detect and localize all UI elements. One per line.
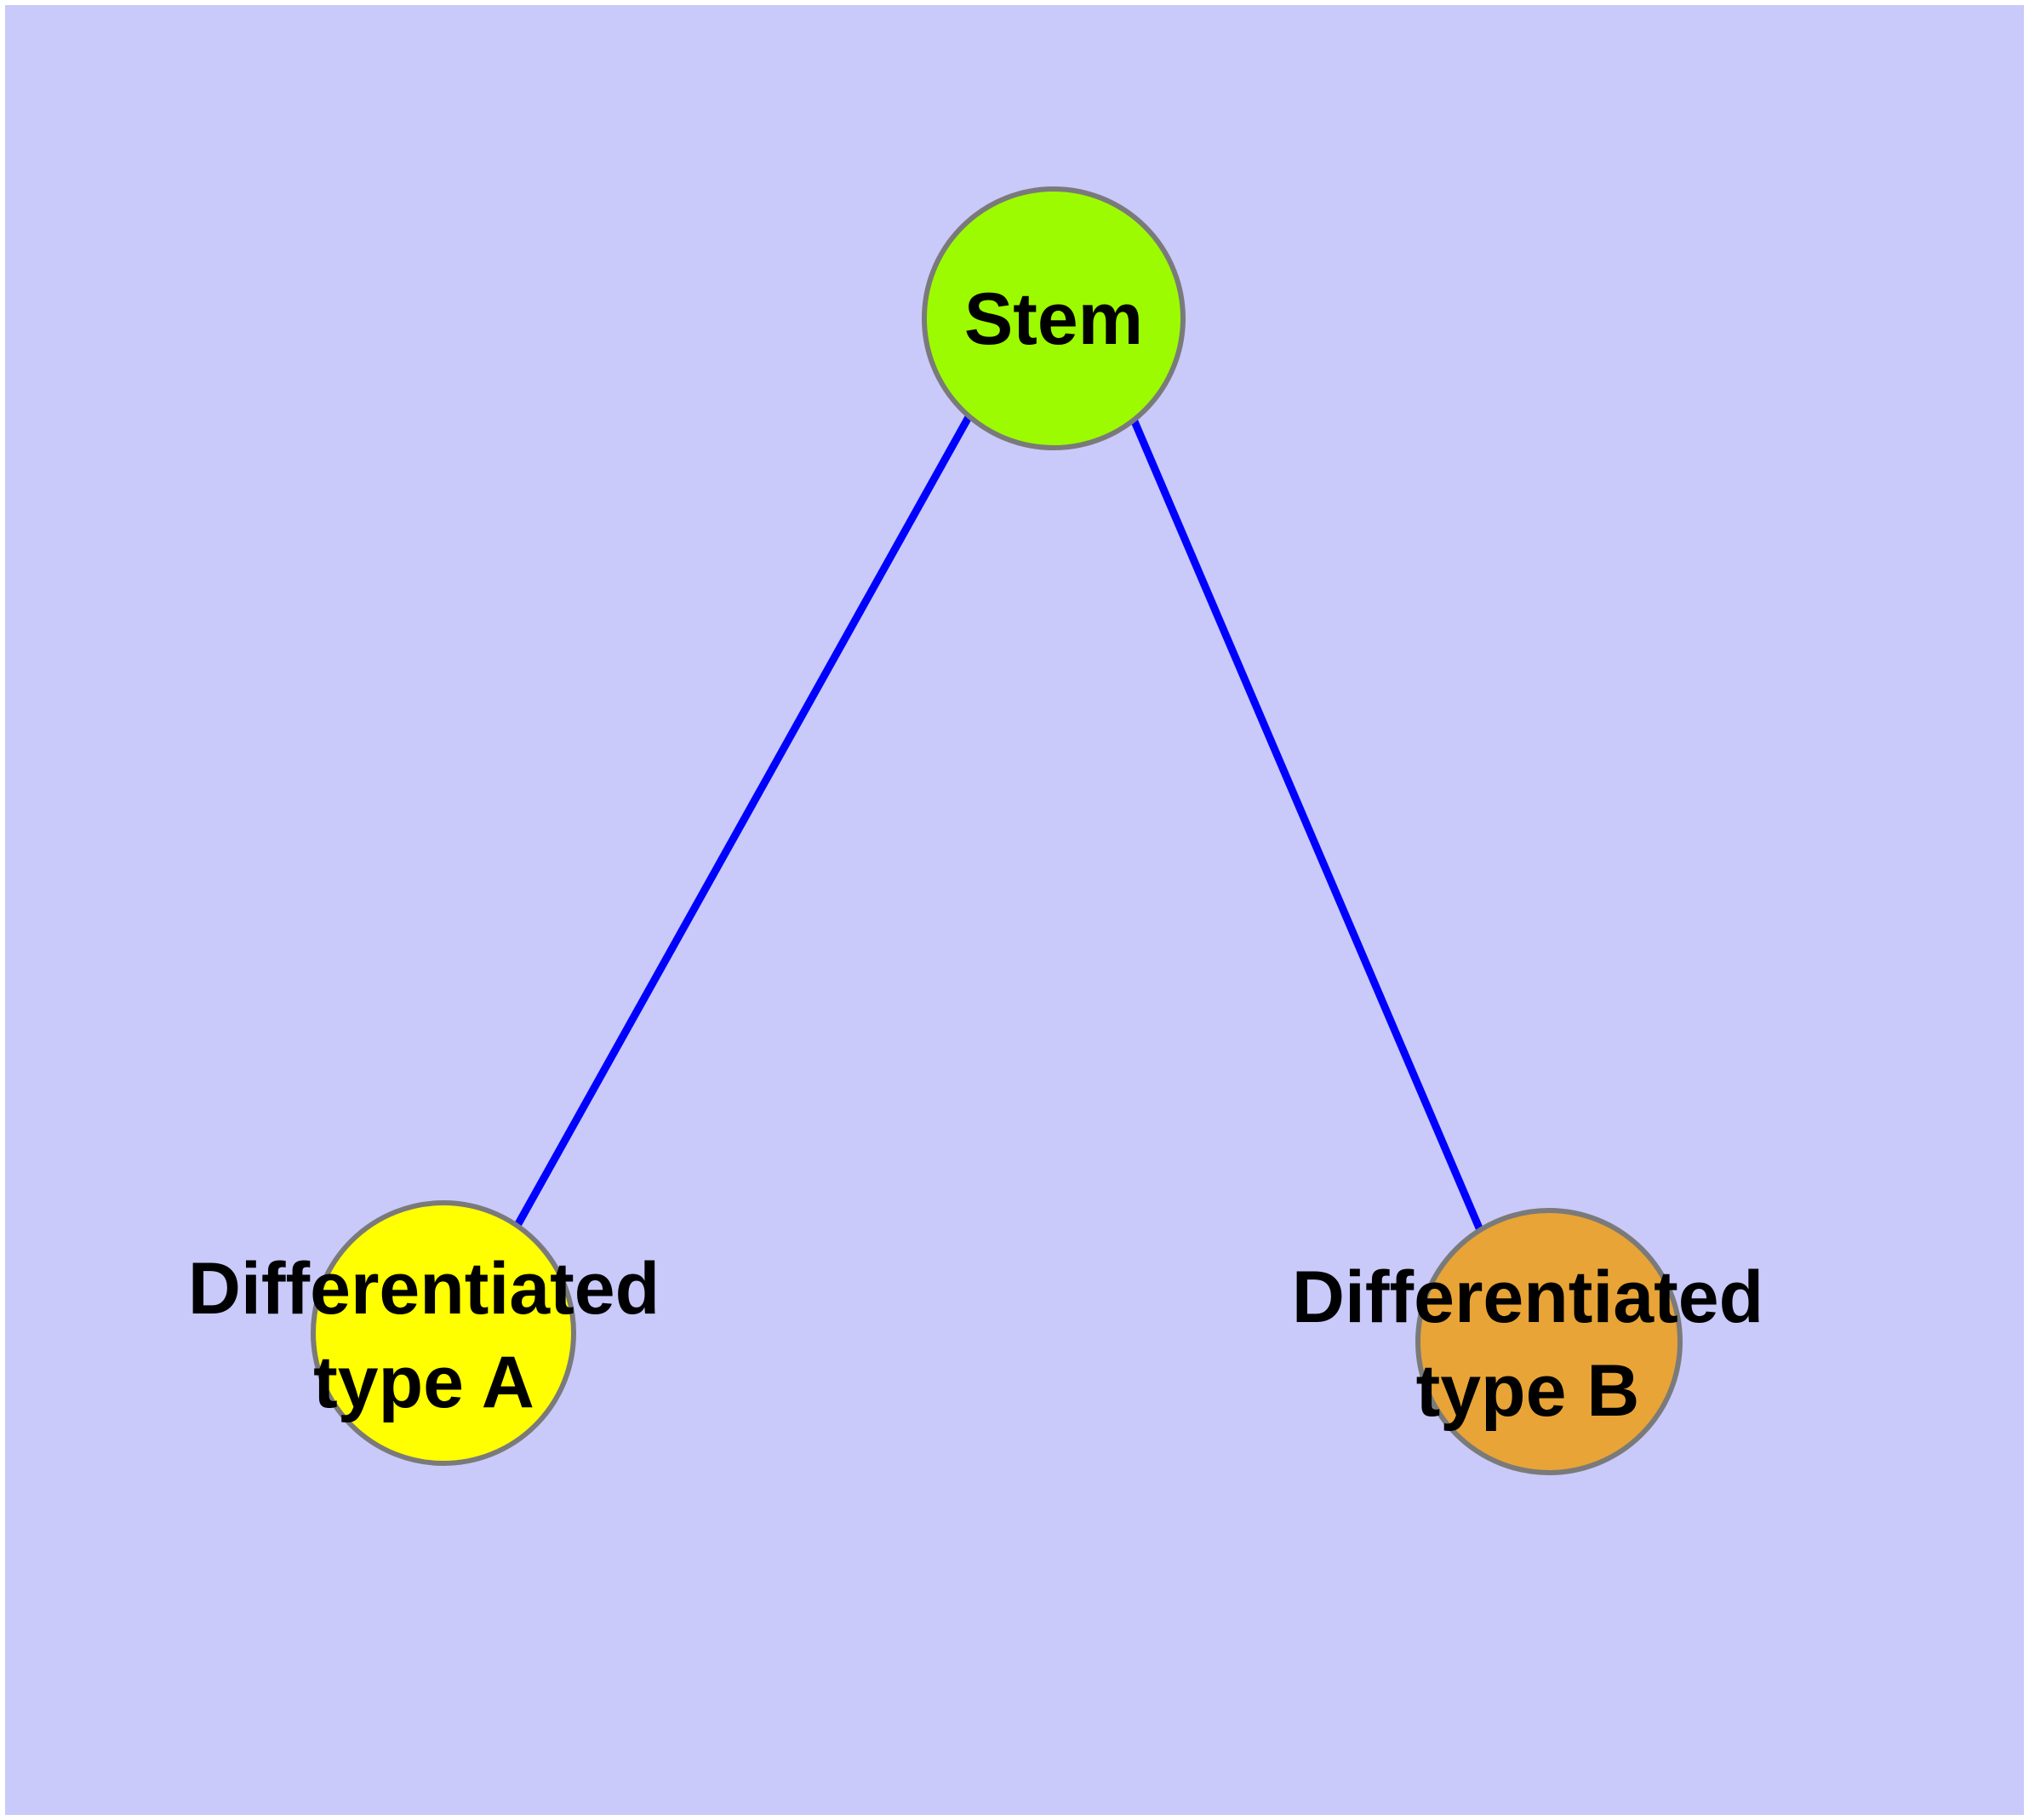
node-label-differentiated-type-b-line1: Differentiated [1292, 1256, 1763, 1338]
graph-edges [512, 414, 1487, 1238]
node-differentiated-type-b[interactable] [1415, 1208, 1683, 1475]
node-label-differentiated-type-b-line2: type B [1416, 1350, 1640, 1432]
edge-stem-to-differentiated-type-a [512, 415, 972, 1231]
edge-stem-to-differentiated-type-b [1128, 414, 1487, 1238]
node-stem[interactable] [922, 186, 1186, 450]
node-label-stem: Stem [964, 278, 1143, 360]
node-label-differentiated-type-a-line1: Differentiated [188, 1248, 660, 1330]
node-label-differentiated-type-a-line2: type A [313, 1342, 534, 1423]
graph-node-labels: Stem Differentiated type A Differentiate… [188, 278, 1763, 1432]
node-circle-differentiated-type-a[interactable] [311, 1200, 576, 1466]
node-circle-differentiated-type-b[interactable] [1415, 1208, 1683, 1475]
node-circle-stem[interactable] [922, 186, 1186, 450]
node-differentiated-type-a[interactable] [311, 1200, 576, 1466]
